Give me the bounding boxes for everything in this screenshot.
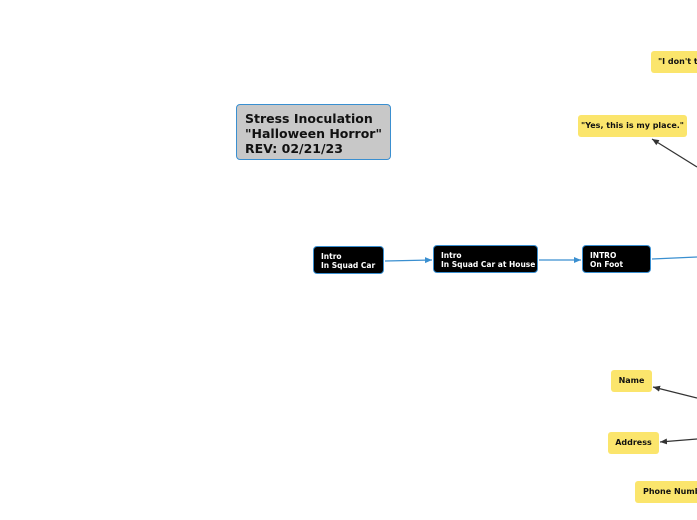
node-intro-squad-car-house[interactable]: Intro In Squad Car at House (433, 245, 538, 273)
response-address[interactable]: Address (608, 432, 659, 454)
title-node[interactable]: Stress Inoculation "Halloween Horror" RE… (236, 104, 391, 160)
response-label: "I don't th (658, 57, 697, 66)
node-label-line-2: In Squad Car at House (441, 260, 536, 269)
title-line-1: Stress Inoculation (245, 111, 373, 126)
title-line-2: "Halloween Horror" (245, 126, 382, 141)
node-label-line-2: On Foot (590, 260, 624, 269)
node-label-line-1: INTRO (590, 251, 617, 260)
response-yes-my-place[interactable]: "Yes, this is my place." (578, 115, 687, 137)
response-label: Name (618, 376, 645, 385)
node-label-line-1: Intro (321, 252, 342, 261)
response-label: Phone Number (643, 487, 697, 496)
node-label-line-1: Intro (441, 251, 462, 260)
connector-3 (651, 256, 697, 260)
node-intro-on-foot[interactable]: INTRO On Foot (582, 245, 651, 273)
response-i-dont[interactable]: "I don't th (651, 51, 697, 73)
response-phone-number[interactable]: Phone Number (635, 481, 697, 503)
response-name[interactable]: Name (611, 370, 652, 392)
title-line-3: REV: 02/21/23 (245, 141, 343, 156)
connector-4 (651, 138, 697, 168)
response-label: "Yes, this is my place." (581, 121, 684, 130)
connector-1 (384, 257, 433, 264)
node-intro-squad-car[interactable]: Intro In Squad Car (313, 246, 384, 274)
response-label: Address (615, 438, 652, 447)
node-label-line-2: In Squad Car (321, 261, 376, 270)
connector-6 (659, 438, 697, 445)
connector-5 (652, 385, 697, 399)
